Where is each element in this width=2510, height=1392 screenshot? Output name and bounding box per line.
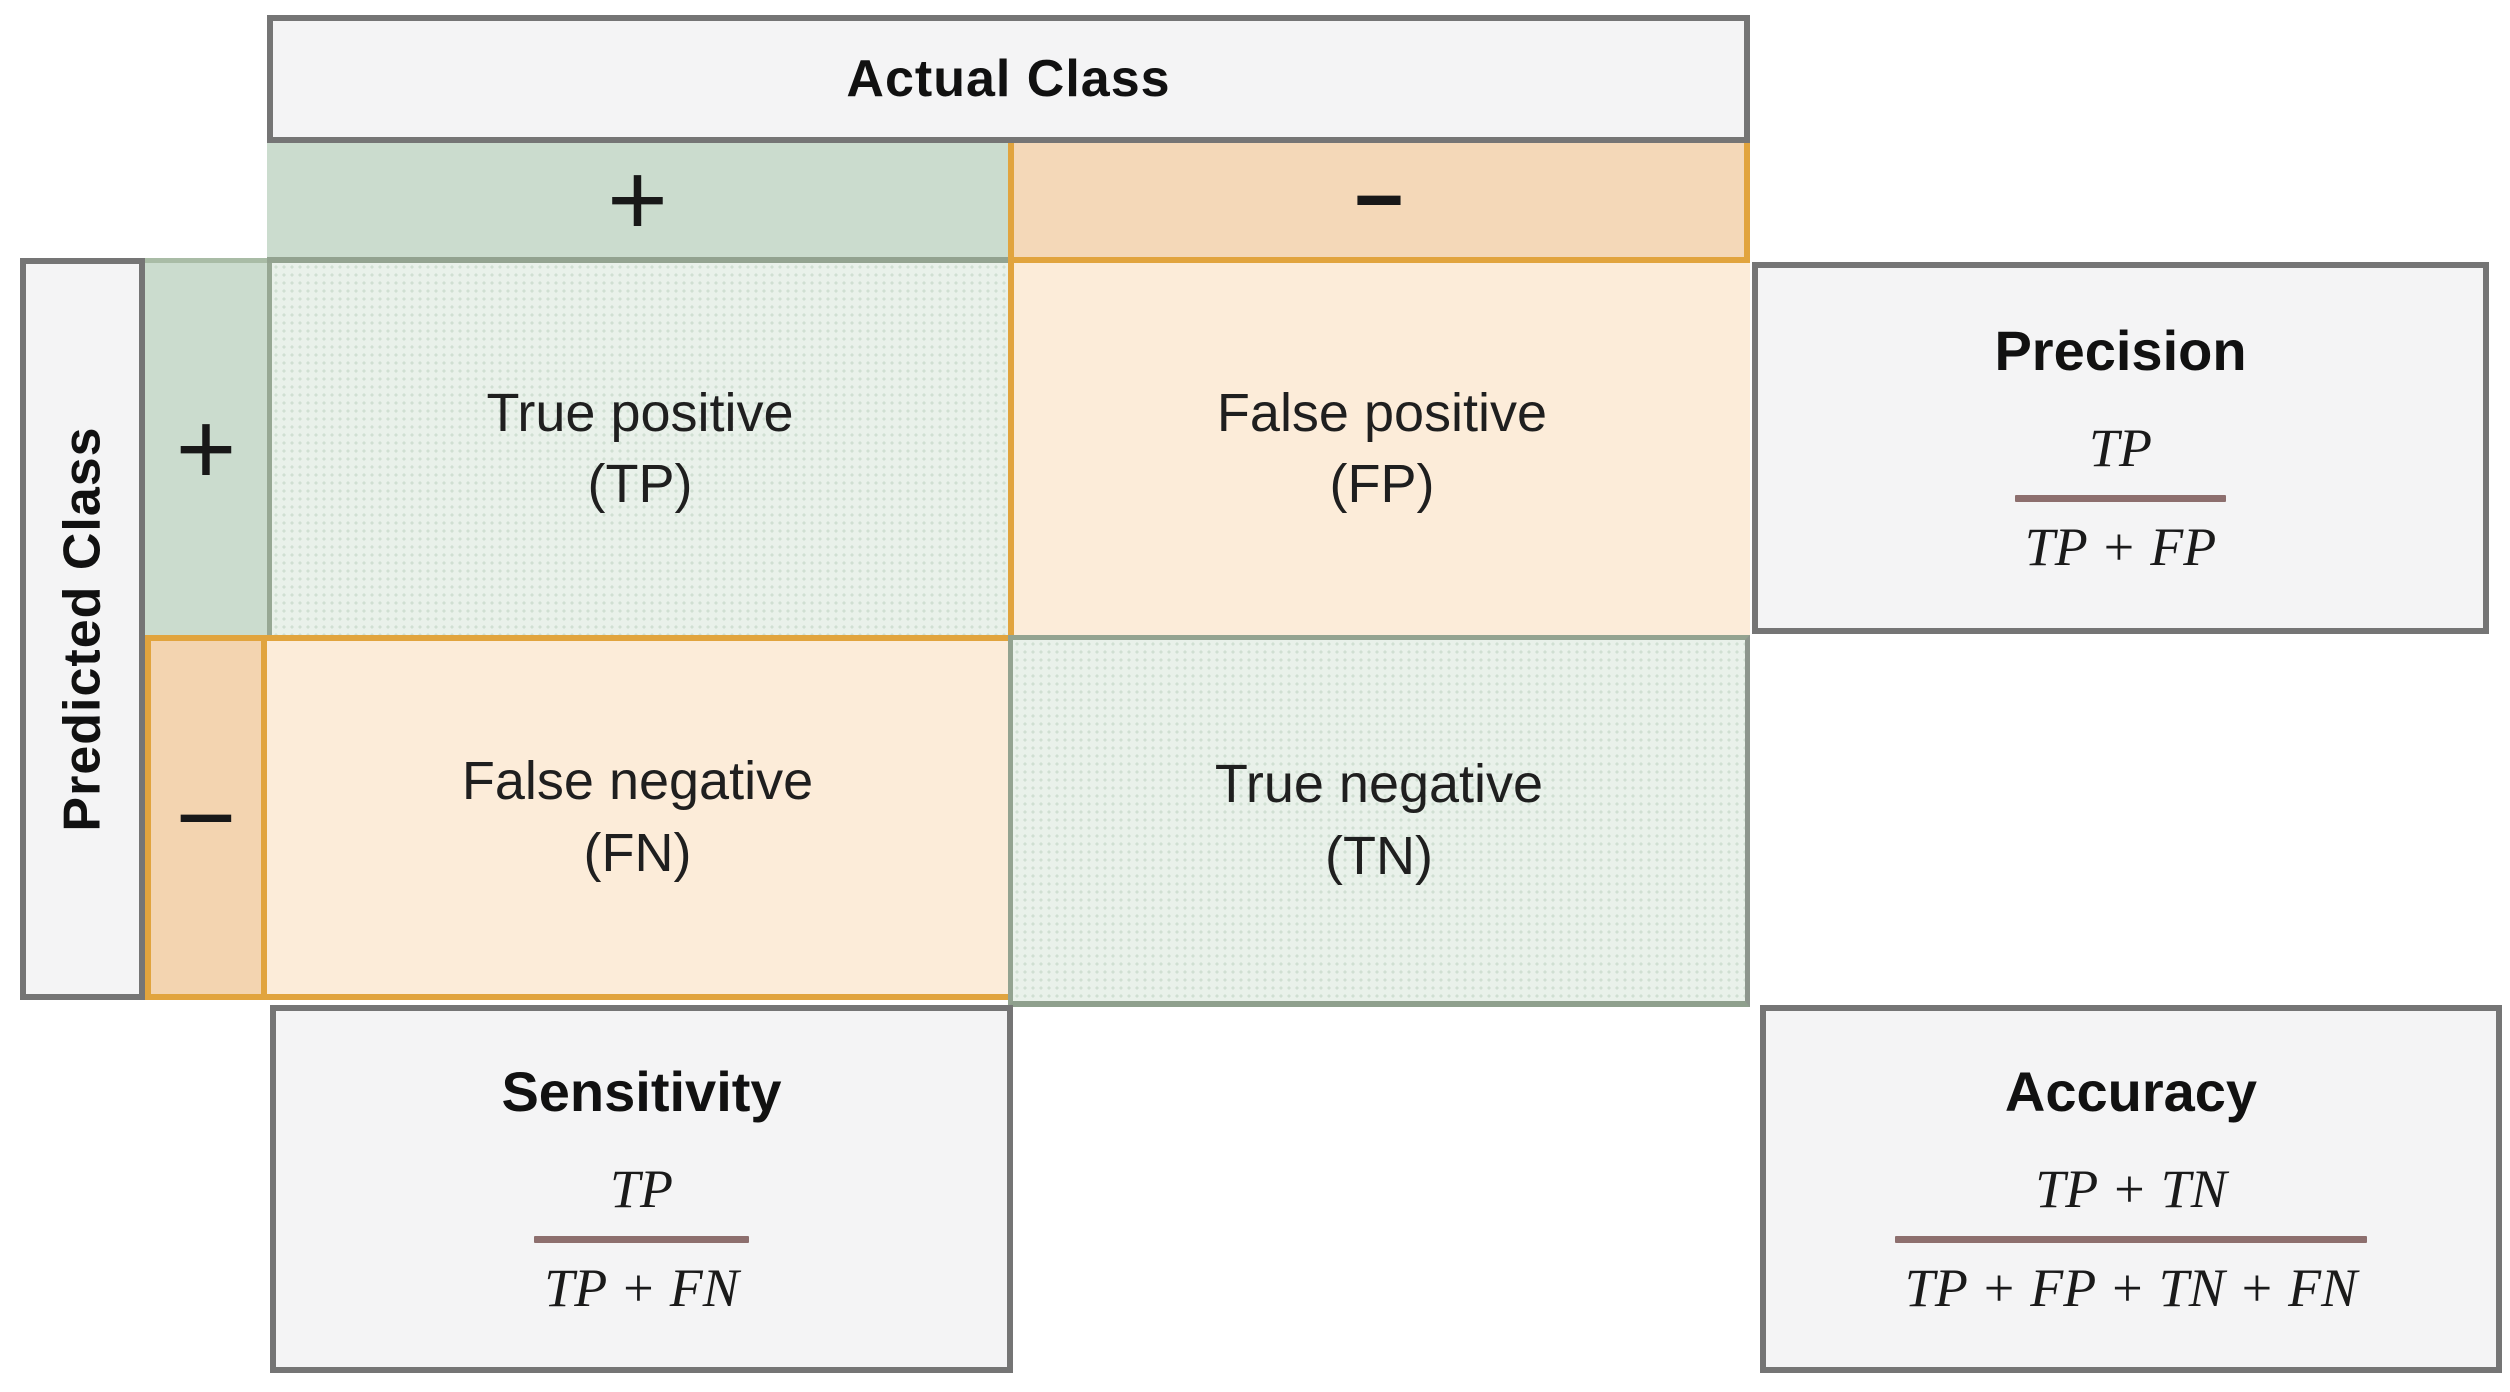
cell-label-line: True negative [1214,754,1544,815]
false-positive-text: False positive (FP) [1217,378,1547,521]
actual-class-header-box: Actual Class [267,15,1750,143]
accuracy-formula: TP + TN TP + FP + TN + FN [1894,1158,2368,1319]
cell-abbr-line: (TP) [587,454,693,514]
plus-sign: + [175,391,237,507]
cell-label-line: False positive [1216,382,1548,443]
formula-numerator: TP [2088,418,2152,478]
fraction-bar [534,1236,749,1243]
false-negative-cell: False negative (FN) [267,635,1008,1000]
actual-positive-column-header: + [267,143,1008,263]
actual-negative-column-header: − [1008,143,1750,263]
fraction-bar [2014,495,2227,502]
precision-title: Precision [1994,319,2247,382]
true-positive-text: True positive (TP) [486,378,793,521]
true-negative-cell: True negative (TN) [1008,635,1750,1007]
accuracy-title: Accuracy [2004,1060,2258,1123]
formula-denominator: TP + FP [2024,517,2217,577]
formula-denominator: TP + FP + TN + FN [1904,1258,2358,1318]
cell-label-line: True positive [486,382,794,443]
minus-sign: − [1353,152,1405,248]
formula-denominator: TP + FN [544,1258,739,1318]
predicted-class-header-box: Predicted Class [20,258,145,1000]
minus-sign: − [175,759,237,876]
formula-numerator: TP + TN [2035,1159,2227,1219]
cell-abbr-line: (TN) [1325,825,1433,886]
cell-abbr-line: (FN) [583,822,692,883]
predicted-positive-row-header: + [145,258,267,635]
formula-numerator: TP [609,1159,673,1219]
fraction-bar [1894,1236,2368,1243]
true-positive-cell: True positive (TP) [267,263,1008,635]
precision-metric-box: Precision TP TP + FP [1752,262,2489,634]
sensitivity-formula: TP TP + FN [534,1158,749,1319]
predicted-class-label: Predicted Class [53,426,112,832]
precision-formula: TP TP + FP [2014,417,2227,578]
true-negative-text: True negative (TN) [1215,749,1543,892]
plus-sign: + [607,142,668,258]
cell-label-line: False negative [461,751,814,812]
false-positive-cell: False positive (FP) [1008,263,1750,635]
accuracy-metric-box: Accuracy TP + TN TP + FP + TN + FN [1760,1005,2502,1373]
predicted-negative-row-header: − [145,635,267,1000]
sensitivity-metric-box: Sensitivity TP TP + FN [270,1005,1013,1373]
false-negative-text: False negative (FN) [462,746,813,889]
cell-abbr-line: (FP) [1329,454,1435,514]
actual-class-label: Actual Class [846,50,1171,108]
sensitivity-title: Sensitivity [501,1060,782,1123]
